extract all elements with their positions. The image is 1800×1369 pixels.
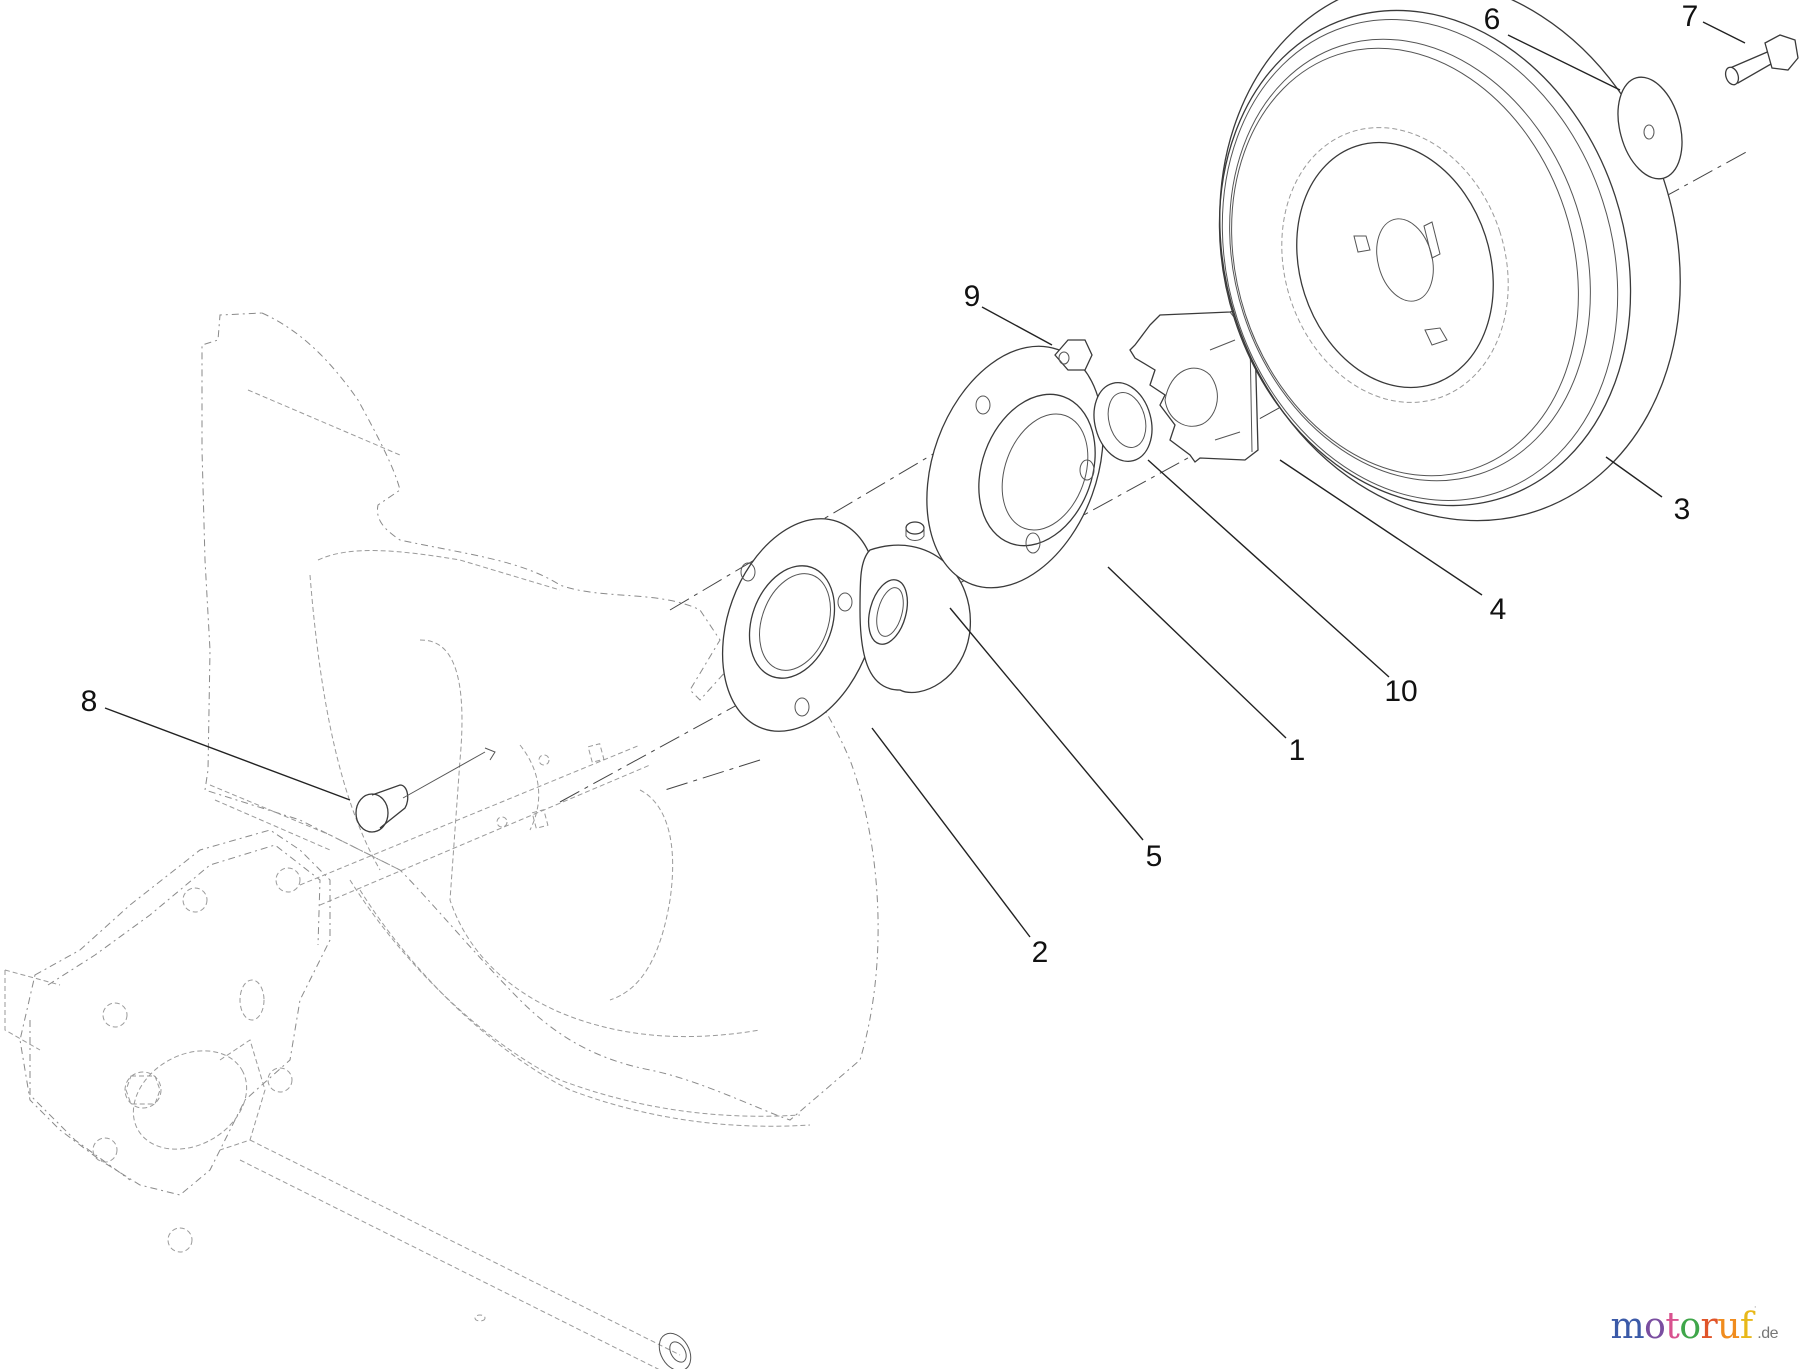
part-10-washer-small	[1093, 382, 1153, 462]
gearbox	[4, 829, 331, 1253]
callout-8: 8	[80, 685, 98, 718]
part-5-spherical-bearing	[859, 521, 971, 694]
part-9-hex-nut	[1054, 339, 1093, 371]
logo-letter: u	[1717, 1306, 1740, 1347]
part-2-flange-plate-inner	[721, 518, 879, 732]
part-6-washer-large	[1617, 76, 1683, 180]
drive-shaft	[239, 744, 692, 1369]
logo-letter: f	[1739, 1306, 1753, 1347]
part-3-pulley-wheel	[1218, 0, 1681, 522]
motoruf-watermark-logo: motoruf˙ .de	[1610, 1306, 1779, 1347]
part-1-flange-plate-outer	[926, 345, 1104, 589]
logo-tld: .de	[1757, 1325, 1778, 1342]
logo-dot: ˙	[1752, 1306, 1758, 1317]
callout-2: 2	[1031, 936, 1049, 969]
callout-1: 1	[1288, 734, 1306, 767]
logo-letter: m	[1610, 1306, 1645, 1347]
callout-3: 3	[1673, 493, 1691, 526]
callout-7: 7	[1681, 0, 1699, 33]
logo-letter: t	[1665, 1306, 1680, 1347]
part-8-clevis-pin	[355, 747, 496, 833]
callout-5: 5	[1145, 840, 1163, 873]
callout-10: 10	[1384, 675, 1418, 708]
logo-letter: o	[1644, 1306, 1666, 1347]
callout-6: 6	[1483, 3, 1501, 36]
callout-9: 9	[963, 280, 981, 313]
housing-side-panel	[201, 312, 879, 1127]
callout-4: 4	[1489, 593, 1507, 626]
logo-letter: r	[1700, 1306, 1718, 1347]
logo-letter: o	[1679, 1306, 1701, 1347]
leader-lines	[104, 21, 1746, 938]
part-7-flange-bolt	[1724, 34, 1799, 86]
